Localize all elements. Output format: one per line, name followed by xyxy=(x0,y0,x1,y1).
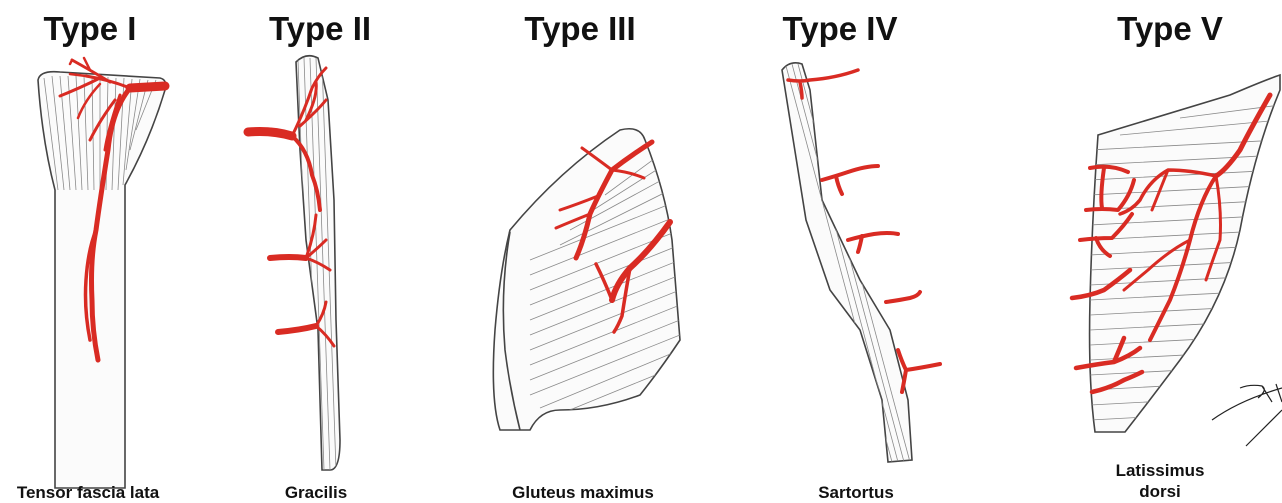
caption-latissimus: Latissimus xyxy=(1116,460,1205,481)
caption-tensor-fascia-lata: Tensor fascia lata xyxy=(17,482,159,503)
tensor-fascia-lata-drawing xyxy=(38,58,166,488)
latissimus-dorsi-drawing xyxy=(1072,75,1282,446)
caption-gluteus-maximus: Gluteus maximus xyxy=(512,482,654,503)
caption-dorsi: dorsi xyxy=(1139,481,1181,502)
caption-sartorius: Sartortus xyxy=(818,482,894,503)
sartorius-drawing xyxy=(782,63,940,462)
gracilis-drawing xyxy=(248,56,340,470)
gluteus-maximus-drawing xyxy=(493,129,680,430)
caption-gracilis: Gracilis xyxy=(285,482,347,503)
artist-signature xyxy=(1212,384,1282,446)
